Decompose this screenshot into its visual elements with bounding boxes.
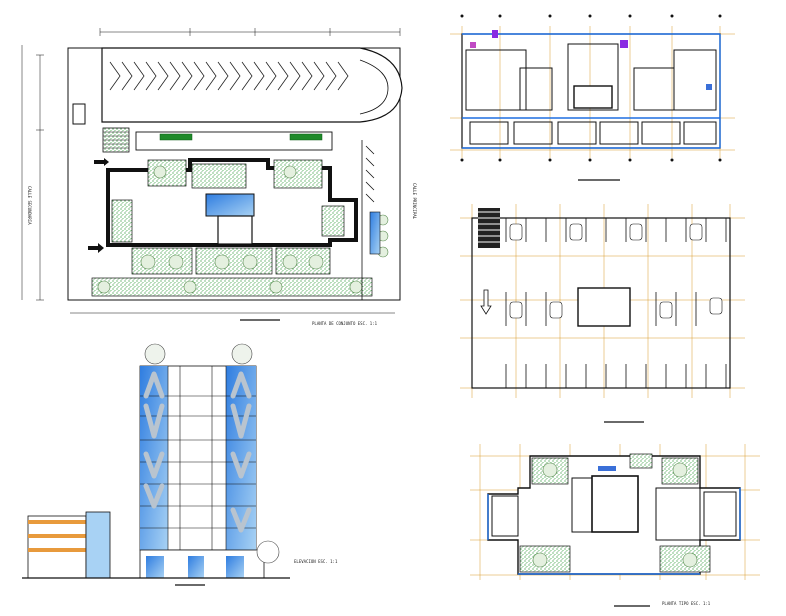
first-floor-ticks xyxy=(460,14,722,162)
entry-arrow-top xyxy=(94,158,109,166)
site-plan-top-dimensions xyxy=(99,28,401,36)
typical-floor-plan: PLANTA TIPO ESC. 1:1 xyxy=(470,444,760,607)
ramp-stripes xyxy=(478,211,500,243)
elevation: ELEVACION ESC. 1:1 xyxy=(22,343,338,586)
first-floor-rooms xyxy=(465,43,717,145)
annex-stripes xyxy=(28,520,86,552)
tower-glass-right xyxy=(226,366,256,550)
guard-booth xyxy=(72,103,86,125)
roof-tree-right xyxy=(231,343,253,365)
typical-floor-core xyxy=(591,475,639,533)
first-floor-blue-curtain xyxy=(462,33,721,149)
right-diagonal-parking xyxy=(365,145,375,203)
first-floor-plan xyxy=(450,14,735,181)
parking-direction-arrow xyxy=(480,289,492,315)
podium-glass-1 xyxy=(146,556,164,578)
canopy-sign-right xyxy=(289,133,323,141)
elevation-tree xyxy=(256,540,280,564)
tower-glass-left xyxy=(140,366,168,550)
entry-arrow-left xyxy=(88,243,104,253)
central-block xyxy=(217,215,253,245)
annex-tower xyxy=(85,511,111,579)
typical-floor-blue-curtain xyxy=(487,488,741,575)
annex-building xyxy=(27,515,87,579)
parking-lot xyxy=(101,47,403,123)
parking-stall-lines xyxy=(109,61,349,91)
canopy-sign-left xyxy=(159,133,193,141)
first-floor-accents xyxy=(470,30,712,90)
site-trees xyxy=(97,165,389,294)
typical-floor-trees xyxy=(532,462,698,568)
site-plan-left-dimensions xyxy=(21,45,44,301)
street-left-label: CALLE SECUNDARIA xyxy=(27,186,32,225)
side-water-feature xyxy=(369,211,381,255)
parking-level-plan xyxy=(460,204,745,423)
parking-level-outline xyxy=(471,217,731,389)
podium-glass-2 xyxy=(188,556,204,578)
roof-tree-left xyxy=(144,343,166,365)
tower-bracing xyxy=(143,371,252,533)
typical-floor-caption: PLANTA TIPO ESC. 1:1 xyxy=(662,601,711,606)
street-right-label: CALLE PRINCIPAL xyxy=(412,183,417,220)
parked-cars xyxy=(509,223,723,319)
first-floor-core xyxy=(573,85,613,109)
elevation-caption: ELEVACION ESC. 1:1 xyxy=(294,559,338,564)
site-plan: CALLE SECUNDARIA CALLE PRINCIPAL PLANTA … xyxy=(21,28,417,326)
site-plan-caption: PLANTA DE CONJUNTO ESC. 1:1 xyxy=(312,321,378,326)
parking-core xyxy=(577,287,631,327)
central-pool xyxy=(205,193,255,217)
typical-floor-accent xyxy=(598,466,616,471)
parking-stalls-top xyxy=(505,218,727,388)
typical-floor-terraces xyxy=(519,453,711,573)
podium-glass-3 xyxy=(226,556,244,578)
stair-treads xyxy=(103,131,129,149)
planting-beds xyxy=(91,159,373,297)
